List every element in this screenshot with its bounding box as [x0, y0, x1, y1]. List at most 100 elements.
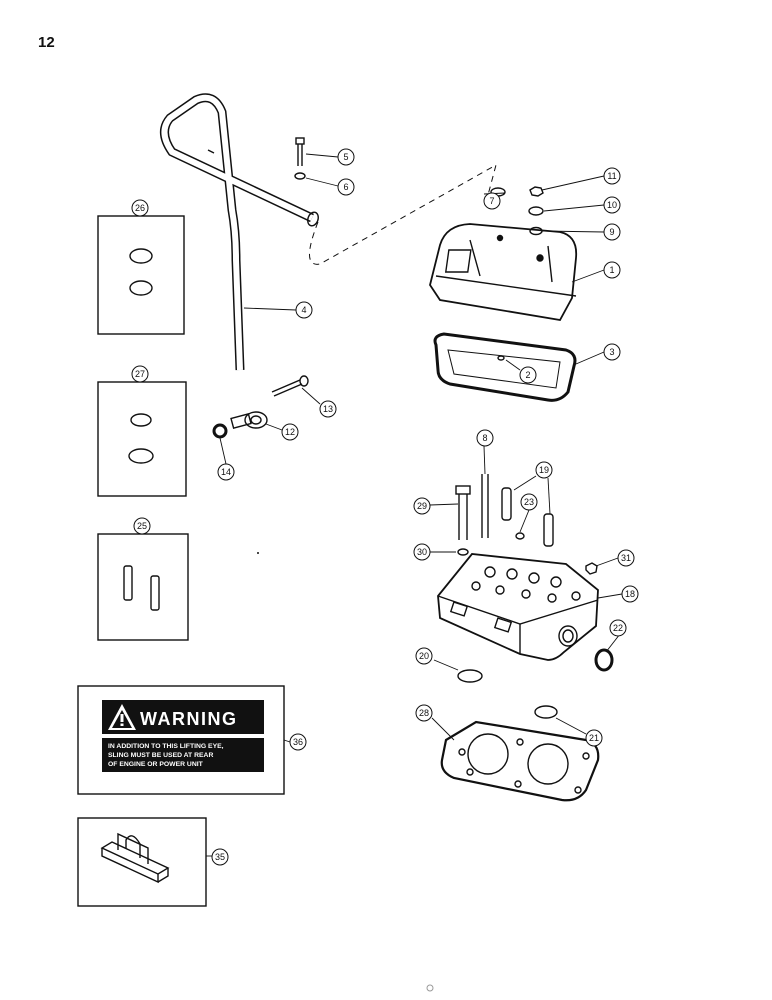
callout-circle-31 — [617, 549, 635, 567]
callout-label-12: 12 — [285, 427, 295, 437]
callout-label-8: 8 — [482, 433, 487, 443]
page-number: 12 — [38, 34, 55, 51]
callout-circle-20 — [415, 647, 433, 665]
callout-label-13: 13 — [323, 404, 333, 414]
valve-guide-25a — [123, 565, 133, 601]
callout-label-9: 9 — [609, 227, 614, 237]
callout-circle-21 — [585, 729, 603, 747]
callout-label-35: 35 — [215, 852, 225, 862]
cylinder-head — [437, 553, 599, 661]
callout-circle-26 — [131, 199, 149, 217]
callout-label-25: 25 — [137, 521, 147, 531]
callout-label-27: 27 — [135, 369, 145, 379]
plug-31 — [585, 562, 598, 575]
callout-circle-7 — [483, 192, 501, 210]
nut-11 — [529, 186, 544, 197]
callout-circle-13 — [319, 400, 337, 418]
callout-label-7: 7 — [489, 196, 494, 206]
lifting-eye-box-35 — [77, 817, 207, 907]
warning-line-3: OF ENGINE OR POWER UNIT — [108, 761, 204, 768]
callout-circle-2 — [519, 366, 537, 384]
callout-circle-27 — [131, 365, 149, 383]
callout-label-21: 21 — [589, 733, 599, 743]
insert-21 — [534, 705, 558, 719]
stud-8 — [481, 474, 489, 538]
callout-label-36: 36 — [293, 737, 303, 747]
part-23 — [515, 532, 525, 540]
callout-circle-35 — [211, 848, 229, 866]
callout-label-18: 18 — [625, 589, 635, 599]
callout-circle-30 — [413, 543, 431, 561]
callout-label-19: 19 — [539, 465, 549, 475]
callout-label-4: 4 — [301, 305, 306, 315]
callout-circle-19 — [535, 461, 553, 479]
insert-20 — [457, 669, 483, 683]
callout-label-31: 31 — [621, 553, 631, 563]
warning-text-panel — [102, 738, 264, 772]
seal-2 — [497, 355, 505, 361]
clip-12 — [230, 411, 268, 430]
callout-label-28: 28 — [419, 708, 429, 718]
callout-label-14: 14 — [221, 467, 231, 477]
callout-circle-6 — [337, 178, 355, 196]
callout-circle-36 — [289, 733, 307, 751]
stray-mark — [426, 984, 434, 992]
callout-circle-23 — [520, 493, 538, 511]
callout-circle-4 — [295, 301, 313, 319]
callout-label-22: 22 — [613, 623, 623, 633]
kit-box-26 — [97, 215, 185, 335]
callout-circle-11 — [603, 167, 621, 185]
grommet-10 — [528, 206, 544, 216]
callout-label-10: 10 — [607, 200, 617, 210]
callout-circle-3 — [603, 343, 621, 361]
spacer-14 — [212, 423, 228, 439]
valve-guide-19b — [543, 513, 554, 547]
washer-30 — [457, 548, 469, 556]
callout-circle-12 — [281, 423, 299, 441]
bolt-5 — [295, 137, 305, 166]
callout-circle-25 — [133, 517, 151, 535]
warning-title: WARNING — [140, 709, 238, 729]
callout-label-26: 26 — [135, 203, 145, 213]
kit-box-25 — [97, 533, 189, 641]
callout-circle-18 — [621, 585, 639, 603]
callout-label-11: 11 — [607, 171, 616, 181]
callout-group: 5647111091321213148192329303118202221283… — [131, 148, 639, 866]
callout-label-20: 20 — [419, 651, 429, 661]
insert-22 — [594, 648, 614, 672]
cover-gasket — [433, 332, 577, 402]
ring-26b — [129, 280, 153, 296]
callout-circle-29 — [413, 497, 431, 515]
stray-dot — [257, 552, 259, 554]
callout-label-29: 29 — [417, 501, 427, 511]
callout-label-2: 2 — [525, 370, 530, 380]
washer-6 — [294, 172, 306, 180]
callout-label-5: 5 — [343, 152, 348, 162]
callout-circle-8 — [476, 429, 494, 447]
callout-circle-28 — [415, 704, 433, 722]
callout-label-1: 1 — [609, 265, 614, 275]
callout-label-3: 3 — [609, 347, 614, 357]
warning-line-2: SLING MUST BE USED AT REAR — [108, 752, 213, 759]
callout-circle-22 — [609, 619, 627, 637]
callout-circle-5 — [337, 148, 355, 166]
callout-label-6: 6 — [343, 182, 348, 192]
head-bolt-29 — [455, 485, 471, 540]
kit-box-27 — [97, 381, 187, 497]
valve-guide-25b — [150, 575, 160, 611]
callout-label-30: 30 — [417, 547, 427, 557]
routing-dashed-line — [309, 163, 497, 265]
head-gasket — [440, 720, 600, 802]
callout-circle-14 — [217, 463, 235, 481]
ring-27a — [130, 413, 152, 427]
lifting-eye — [100, 832, 170, 884]
callout-label-23: 23 — [524, 497, 534, 507]
callout-circle-9 — [603, 223, 621, 241]
ring-27b — [128, 448, 154, 464]
callout-circle-10 — [603, 196, 621, 214]
callout-circle-1 — [603, 261, 621, 279]
warning-line-1: IN ADDITION TO THIS LIFTING EYE, — [108, 743, 224, 750]
valve-cover — [429, 223, 578, 321]
ring-26a — [129, 248, 153, 264]
bolt-13 — [271, 375, 309, 397]
